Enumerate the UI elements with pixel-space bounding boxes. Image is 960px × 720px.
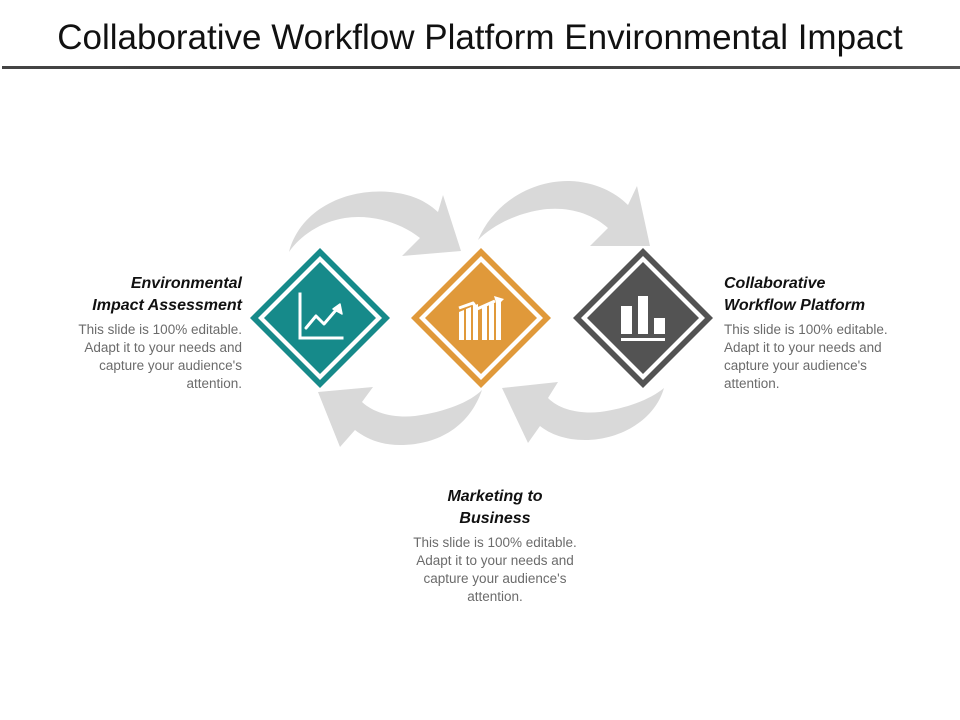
arrow-bottom-left — [318, 387, 482, 447]
body-line: This slide is 100% editable. — [78, 322, 242, 337]
heading-line: Environmental — [130, 275, 242, 292]
body-line: attention. — [724, 376, 780, 391]
heading-marketing-to-business: Marketing to Business — [380, 486, 610, 530]
body-collaborative-workflow-platform: This slide is 100% editable. Adapt it to… — [724, 321, 944, 393]
arrow-top-left — [289, 191, 461, 256]
line-chart-up-icon — [298, 292, 344, 340]
arrow-bottom-right — [502, 382, 664, 443]
body-line: This slide is 100% editable. — [413, 535, 577, 550]
heading-environmental-impact-assessment: Environmental Impact Assessment — [40, 273, 242, 317]
body-line: Adapt it to your needs and — [724, 340, 882, 355]
node-environmental-impact-assessment — [250, 248, 390, 388]
heading-line: Collaborative — [724, 275, 826, 292]
growth-bar-chart-icon — [458, 296, 504, 340]
heading-line: Business — [459, 510, 531, 527]
body-line: Adapt it to your needs and — [84, 340, 242, 355]
heading-collaborative-workflow-platform: Collaborative Workflow Platform — [724, 273, 944, 317]
body-marketing-to-business: This slide is 100% editable. Adapt it to… — [380, 534, 610, 606]
text-block-environmental-impact-assessment: Environmental Impact Assessment This sli… — [40, 273, 242, 393]
text-block-marketing-to-business: Marketing to Business This slide is 100%… — [380, 486, 610, 606]
heading-line: Marketing to — [447, 488, 543, 505]
body-line: capture your audience's — [724, 358, 867, 373]
heading-line: Impact Assessment — [92, 297, 242, 314]
heading-line: Workflow Platform — [724, 297, 866, 314]
body-line: attention. — [186, 376, 242, 391]
body-line: attention. — [467, 589, 523, 604]
body-line: capture your audience's — [423, 571, 567, 586]
text-block-collaborative-workflow-platform: Collaborative Workflow Platform This sli… — [724, 273, 944, 393]
slide-title: Collaborative Workflow Platform Environm… — [57, 18, 903, 57]
node-collaborative-workflow-platform — [573, 248, 713, 388]
bar-chart-icon — [621, 296, 665, 341]
body-line: This slide is 100% editable. — [724, 322, 888, 337]
body-environmental-impact-assessment: This slide is 100% editable. Adapt it to… — [40, 321, 242, 393]
node-marketing-to-business — [411, 248, 551, 388]
body-line: Adapt it to your needs and — [416, 553, 574, 568]
title-underline — [2, 66, 960, 69]
body-line: capture your audience's — [99, 358, 242, 373]
arrow-top-right — [478, 180, 650, 246]
